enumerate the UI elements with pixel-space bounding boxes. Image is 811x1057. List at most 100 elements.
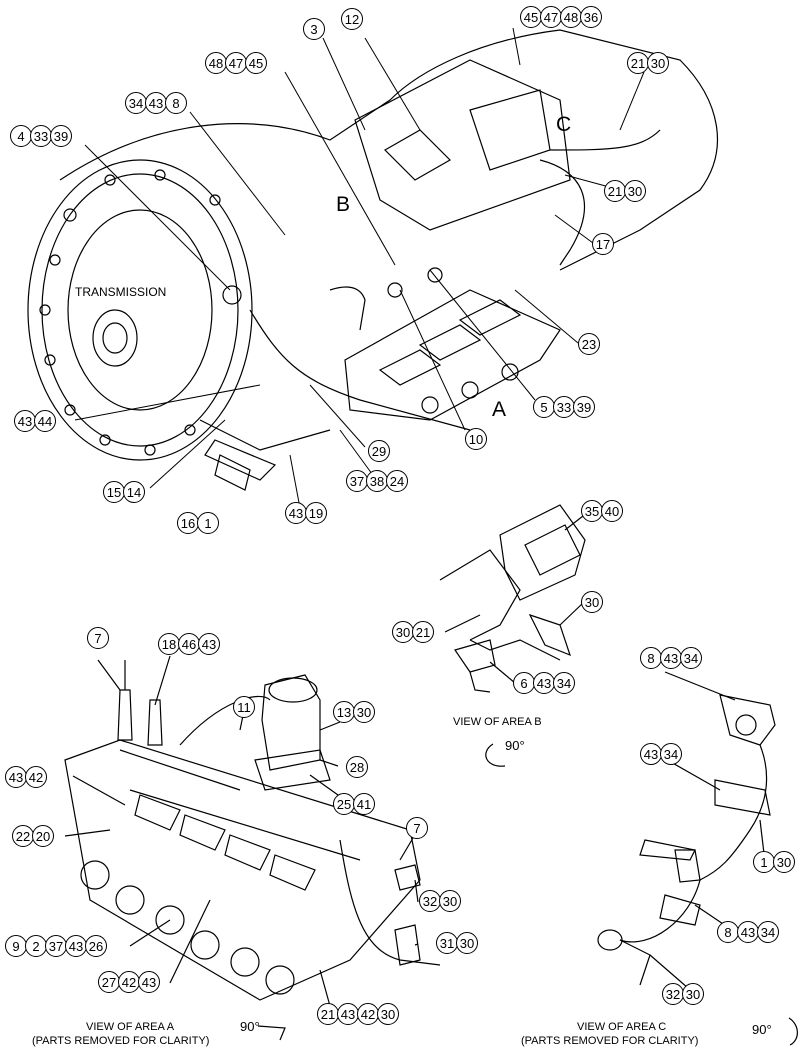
callout-number: 4	[10, 125, 32, 147]
callout-number: 35	[581, 500, 603, 522]
callout-number: 41	[353, 793, 375, 815]
callout-number: 9	[5, 935, 27, 957]
callout-28: 28	[346, 756, 368, 778]
callout-number: 48	[205, 52, 227, 74]
area-c-detail	[597, 671, 798, 1046]
callout-number: 17	[592, 233, 614, 255]
area-b-marker: B	[336, 193, 351, 216]
callout-number: 43	[337, 1003, 359, 1025]
callout-number: 43	[285, 502, 307, 524]
callout-number: 34	[125, 92, 147, 114]
view-area-a-note: (PARTS REMOVED FOR CLARITY)	[32, 1035, 210, 1047]
callout-number: 26	[85, 935, 107, 957]
callout-29: 29	[368, 440, 390, 462]
callout-number: 34	[553, 672, 575, 694]
callout-number: 21	[604, 180, 626, 202]
leader-lines-main	[74, 27, 645, 509]
callout-number: 8	[640, 647, 662, 669]
rotation-c-label: 90°	[752, 1022, 772, 1037]
callout-3: 3	[303, 18, 325, 40]
callout-number: 43	[737, 921, 759, 943]
callout-number: 21	[317, 1003, 339, 1025]
callout-number: 15	[103, 481, 125, 503]
callout-12: 12	[341, 8, 363, 30]
callout-number: 45	[520, 6, 542, 28]
callout-number: 46	[178, 633, 200, 655]
callout-number: 43	[198, 633, 220, 655]
callout-number: 34	[680, 647, 702, 669]
callout-number: 24	[386, 470, 408, 492]
callout-number: 33	[553, 396, 575, 418]
view-area-c-note: (PARTS REMOVED FOR CLARITY)	[521, 1035, 699, 1047]
callout-number: 1	[753, 851, 775, 873]
callout-number: 43	[640, 743, 662, 765]
callout-number: 30	[581, 591, 603, 613]
callout-number: 22	[12, 825, 34, 847]
callout-number: 39	[50, 125, 72, 147]
callout-number: 30	[624, 180, 646, 202]
callout-number: 30	[647, 52, 669, 74]
callout-number: 8	[717, 921, 739, 943]
callout-number: 34	[660, 743, 682, 765]
callout-17: 17	[592, 233, 614, 255]
callout-number: 3	[303, 18, 325, 40]
view-area-a-title: VIEW OF AREA A	[86, 1021, 175, 1033]
callout-number: 6	[513, 672, 535, 694]
callout-number: 11	[233, 696, 255, 718]
callout-number: 43	[14, 410, 36, 432]
area-b-detail	[439, 504, 586, 767]
callout-number: 18	[158, 633, 180, 655]
callout-number: 14	[123, 481, 145, 503]
callout-number: 30	[392, 621, 414, 643]
callout-number: 29	[368, 440, 390, 462]
callout-number: 19	[305, 502, 327, 524]
callout-number: 7	[406, 817, 428, 839]
callout-7-left: 7	[87, 627, 109, 649]
callout-number: 31	[436, 932, 458, 954]
callout-number: 42	[118, 971, 140, 993]
transmission-illustration	[27, 29, 719, 461]
callout-number: 23	[578, 333, 600, 355]
callout-number: 8	[165, 92, 187, 114]
callout-number: 33	[30, 125, 52, 147]
callout-number: 25	[333, 793, 355, 815]
view-area-c-title: VIEW OF AREA C	[577, 1021, 667, 1033]
callout-number: 34	[757, 921, 779, 943]
callout-number: 1	[197, 512, 219, 534]
callout-30-area-b: 30	[581, 591, 603, 613]
callout-7-right: 7	[406, 817, 428, 839]
callout-number: 48	[560, 6, 582, 28]
callout-number: 30	[682, 983, 704, 1005]
solenoid-block	[204, 267, 561, 491]
callout-number: 47	[540, 6, 562, 28]
callout-number: 21	[627, 52, 649, 74]
callout-number: 32	[419, 890, 441, 912]
callout-number: 16	[177, 512, 199, 534]
callout-number: 28	[346, 756, 368, 778]
view-area-b-title: VIEW OF AREA B	[453, 716, 542, 728]
callout-number: 42	[357, 1003, 379, 1025]
transmission-label: TRANSMISSION	[75, 285, 167, 299]
